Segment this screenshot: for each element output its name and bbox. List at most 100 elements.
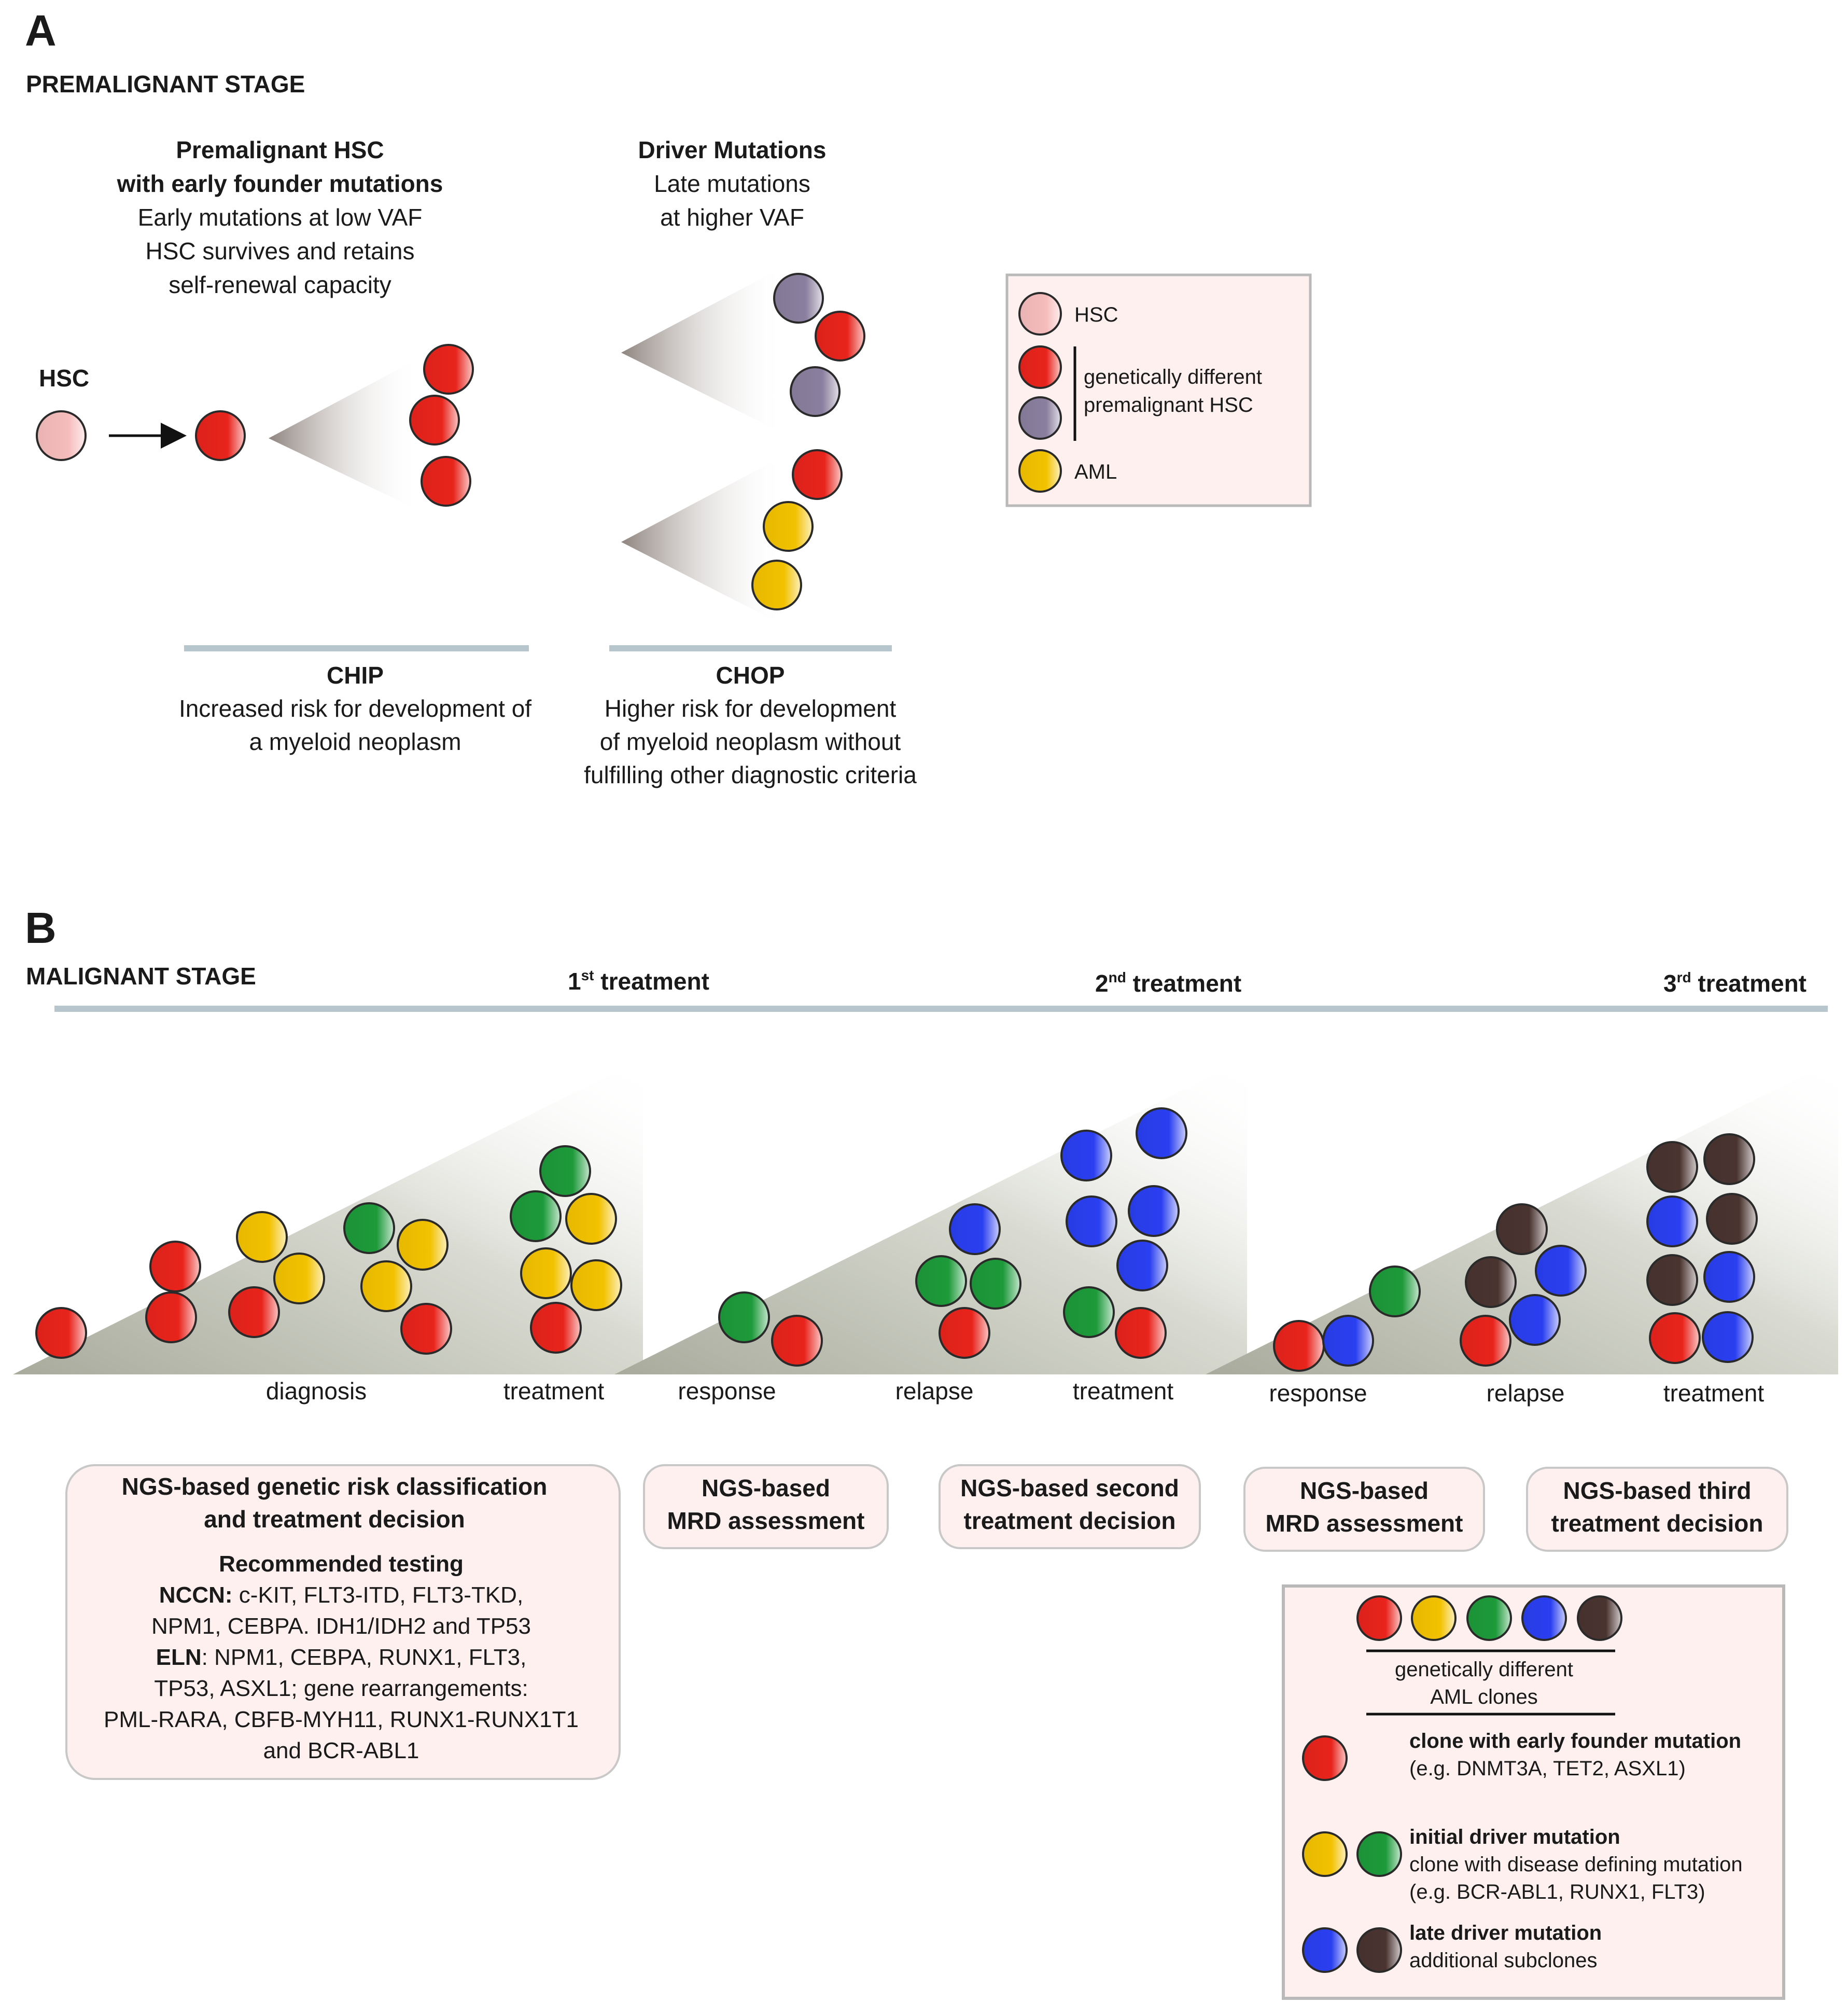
clone-cell (915, 1255, 967, 1307)
clone-cell (1273, 1320, 1325, 1372)
legend-initial-desc-1: clone with disease defining mutation (1409, 1853, 1743, 1876)
legend-aml-icon (1018, 449, 1062, 493)
phase-label-treatment-3: treatment (1663, 1380, 1765, 1407)
founder-line-1: Early mutations at low VAF (138, 204, 423, 231)
clone-cell (397, 1219, 449, 1271)
founder-line-2: HSC survives and retains (146, 238, 415, 265)
chip-cell (409, 395, 460, 446)
clone-cell (149, 1241, 201, 1292)
third-treatment-box: NGS-based third treatment decision (1526, 1467, 1788, 1552)
legend-a: HSC genetically different premalignant H… (1005, 273, 1312, 507)
box-background (1526, 1467, 1788, 1552)
founder-title-1: Premalignant HSC (176, 136, 384, 163)
phase-label-relapse-1: relapse (895, 1378, 974, 1404)
driver-line-1: Late mutations (654, 170, 810, 197)
box-background (939, 1464, 1201, 1549)
hsc-cell (36, 410, 87, 461)
panel-a: A PREMALIGNANT STAGE Premalignant HSC wi… (25, 6, 1312, 788)
legend-green-clone-icon (1466, 1595, 1512, 1641)
clone-cell (565, 1193, 617, 1245)
chip-line-2: a myeloid neoplasm (249, 728, 461, 755)
treatment-3-header: 3rd treatment (1663, 969, 1807, 997)
legend-premalignant-1: genetically different (1084, 366, 1262, 388)
clone-cell (949, 1203, 1001, 1255)
clone-cell (1066, 1195, 1117, 1247)
legend-founder-desc: (e.g. DNMT3A, TET2, ASXL1) (1409, 1757, 1686, 1780)
box4-line-1: NGS-based (1300, 1477, 1429, 1504)
clone-cell (1369, 1265, 1421, 1317)
treatment-2-header: 2nd treatment (1095, 969, 1241, 997)
clone-cell (570, 1259, 622, 1311)
panel-a-cells (36, 273, 865, 610)
legend-b: genetically different AML clones clone w… (1282, 1584, 1785, 2000)
chop-wedge-lower (621, 456, 783, 625)
phase-label-relapse-2: relapse (1487, 1380, 1565, 1407)
clone-cell (1128, 1185, 1180, 1237)
clone-cell (1706, 1193, 1758, 1245)
chop-line-2: of myeloid neoplasm without (600, 728, 901, 755)
legend-aml-text: AML (1074, 461, 1117, 483)
panel-b-letter: B (25, 903, 57, 952)
clone-cell (1703, 1251, 1755, 1303)
panel-a-letter: A (25, 6, 57, 55)
panel-b-cells (35, 1107, 1758, 1372)
box-background (643, 1464, 889, 1549)
clone-cell (1646, 1254, 1698, 1306)
clone-cell (530, 1302, 582, 1354)
legend-late-title: late driver mutation (1409, 1922, 1602, 1944)
legend-founder-icon (1302, 1735, 1348, 1781)
clone-cell (1703, 1133, 1755, 1185)
clone-cell (771, 1315, 823, 1367)
box1-nccn-line-1: NCCN: c-KIT, FLT3-ITD, FLT3-TKD, (159, 1582, 523, 1608)
chip-title: CHIP (327, 662, 384, 689)
clone-cell (970, 1258, 1021, 1310)
clone-cell (939, 1307, 990, 1359)
legend-brown-clone-icon (1577, 1595, 1622, 1641)
clone-cell (1115, 1307, 1167, 1359)
box1-eln-line-2: TP53, ASXL1; gene rearrangements: (154, 1676, 528, 1701)
clone-cell (1060, 1130, 1112, 1181)
chop-wedge-upper (621, 267, 783, 433)
box-background (65, 1464, 621, 1780)
clone-cell (1465, 1256, 1517, 1308)
chip-line-1: Increased risk for development of (179, 695, 531, 722)
legend-hsc-icon (1018, 292, 1062, 336)
legend-founder-title: clone with early founder mutation (1409, 1730, 1741, 1752)
chop-red-cell (792, 449, 843, 500)
clone-cell (1646, 1141, 1698, 1193)
box1-eln-line-3: PML-RARA, CBFB-MYH11, RUNX1-RUNX1T1 (104, 1707, 579, 1732)
box5-line-1: NGS-based third (1563, 1477, 1752, 1504)
clone-cell (273, 1253, 325, 1304)
clone-cell (1702, 1311, 1754, 1363)
second-treatment-box: NGS-based second treatment decision (939, 1464, 1201, 1549)
mrd-assessment-box-2: NGS-based MRD assessment (1243, 1467, 1485, 1552)
box5-line-2: treatment decision (1551, 1510, 1763, 1537)
panel-a-stage-title: PREMALIGNANT STAGE (26, 71, 305, 98)
chop-purple-cell (773, 273, 824, 324)
phase-label-response-1: response (678, 1378, 776, 1404)
phase-label-diagnosis: diagnosis (266, 1378, 367, 1404)
box4-line-2: MRD assessment (1266, 1510, 1463, 1537)
founder-cell (195, 410, 246, 461)
chop-line-1: Higher risk for development (605, 695, 897, 722)
clone-cell (1322, 1315, 1374, 1367)
legend-red-clone-icon (1356, 1595, 1402, 1641)
legend-clones-2: AML clones (1430, 1686, 1538, 1708)
clone-cell (1535, 1245, 1587, 1297)
clone-cell (1649, 1312, 1701, 1364)
legend-red-icon (1018, 345, 1062, 389)
treatment-1-header: 1st treatment (568, 967, 709, 995)
clone-cell (236, 1211, 288, 1263)
legend-initial-title: initial driver mutation (1409, 1826, 1620, 1848)
legend-initial-desc-2: (e.g. BCR-ABL1, RUNX1, FLT3) (1409, 1881, 1705, 1903)
chop-title: CHOP (716, 662, 785, 689)
hsc-label: HSC (39, 365, 89, 392)
legend-initial-yellow-icon (1302, 1831, 1348, 1877)
clone-cell (1063, 1286, 1115, 1338)
chop-red-cell (815, 311, 865, 361)
phase-label-response-2: response (1269, 1380, 1367, 1407)
box1-eln-line-1: ELN: NPM1, CEBPA, RUNX1, FLT3, (156, 1645, 527, 1670)
legend-late-blue-icon (1302, 1927, 1348, 1973)
risk-classification-box: NGS-based genetic risk classification an… (65, 1464, 621, 1780)
